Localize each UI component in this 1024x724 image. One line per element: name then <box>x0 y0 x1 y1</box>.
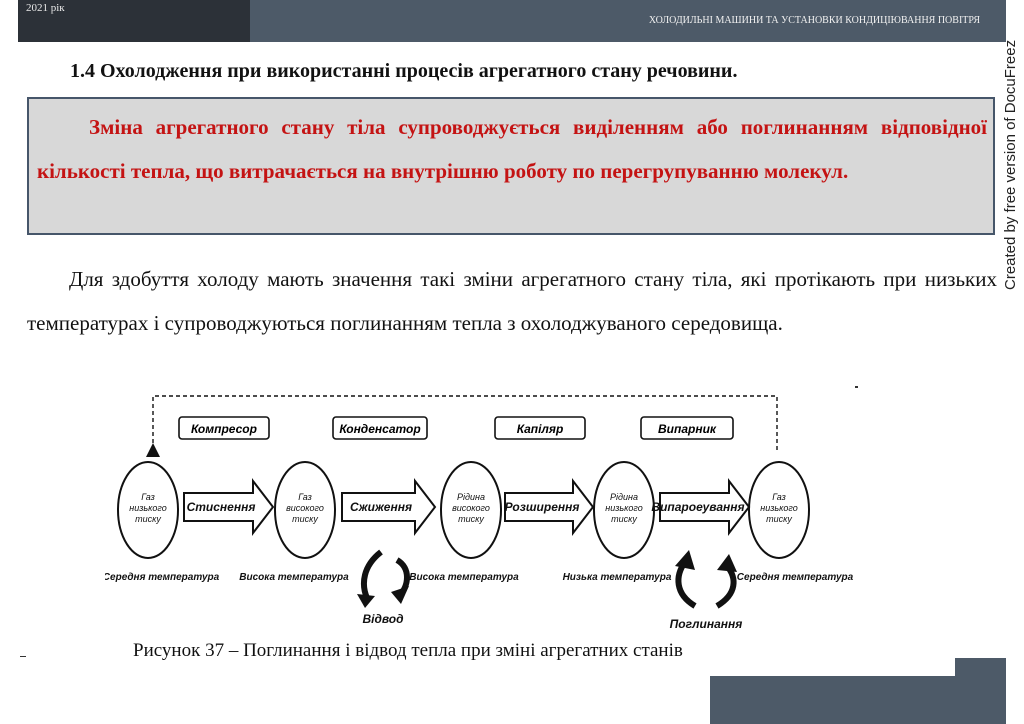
state-5-line3: тиску <box>766 514 792 524</box>
state-5-line1: Газ <box>772 492 786 502</box>
watermark: Created by free version of DocuFreez <box>1002 39 1019 290</box>
heat-absorption-label: Поглинання <box>670 617 743 631</box>
device-box-evaporator <box>640 416 734 440</box>
state-3-line1: Рідина <box>457 492 485 502</box>
heat-absorption-arrow-right <box>715 564 737 609</box>
footer-block-small <box>955 658 1006 676</box>
heat-absorption-arrowhead-right <box>717 554 737 572</box>
temp-label-4: Низька температура <box>563 572 672 583</box>
state-2-line2: високого <box>286 503 324 513</box>
footer-block <box>710 676 1006 724</box>
device-label-evaporator: Випарник <box>658 422 717 436</box>
state-1-line3: тиску <box>135 514 161 524</box>
state-ellipse-1 <box>117 461 179 559</box>
process-label-compression: Стиснення <box>187 500 256 514</box>
heat-removal-arrow-left <box>361 549 383 600</box>
temp-label-3: Висока температура <box>409 572 519 583</box>
header-title: ХОЛОДИЛЬНІ МАШИНИ ТА УСТАНОВКИ КОНДИЦІЮВ… <box>648 15 980 26</box>
header-year: 2021 рік <box>26 2 65 14</box>
definition-box: Зміна агрегатного стану тіла супроводжує… <box>27 97 995 235</box>
body-paragraph: Для здобуття холоду мають значення такі … <box>27 267 997 335</box>
process-label-liquefaction: Сжиження <box>350 500 412 514</box>
device-box-compressor <box>178 416 270 440</box>
phase-change-diagram: Компресор Конденсатор Капіляр Випарник Г… <box>105 395 854 631</box>
state-1-line1: Газ <box>141 492 155 502</box>
state-4-line2: низького <box>605 503 642 513</box>
state-2-line3: тиску <box>292 514 318 524</box>
state-ellipse-5 <box>748 461 810 559</box>
state-4-line1: Рідина <box>610 492 638 502</box>
state-ellipse-4 <box>593 461 655 559</box>
state-ellipse-3 <box>440 461 502 559</box>
heat-absorption-arrowhead-left <box>675 550 695 570</box>
device-label-condenser: Конденсатор <box>339 422 420 436</box>
return-loop-dashed <box>146 395 778 457</box>
header-dark-block <box>18 0 250 42</box>
temp-label-1: Середня температура <box>105 572 220 583</box>
state-1-line2: низького <box>129 503 166 513</box>
heat-removal-arrowhead-right <box>391 586 409 604</box>
heat-removal-arrowhead-left <box>357 594 375 608</box>
definition-text: Зміна агрегатного стану тіла супроводжує… <box>37 115 987 183</box>
state-3-line3: тиску <box>458 514 484 524</box>
temp-label-5: Середня температура <box>737 572 854 583</box>
heat-removal-label: Відвод <box>362 612 403 626</box>
device-box-condenser <box>332 416 428 440</box>
device-label-capillary: Капіляр <box>517 422 564 436</box>
process-label-expansion: Розширення <box>505 500 580 514</box>
figure-caption: Рисунок 37 – Поглинання і відвод тепла п… <box>133 640 683 661</box>
process-arrow-evaporation <box>659 478 751 536</box>
state-2-line1: Газ <box>298 492 312 502</box>
stray-mark <box>855 386 858 388</box>
temp-label-2: Висока температура <box>239 572 349 583</box>
state-3-line2: високого <box>452 503 490 513</box>
margin-mark <box>20 656 26 657</box>
device-box-capillary <box>494 416 586 440</box>
header-band: ХОЛОДИЛЬНІ МАШИНИ ТА УСТАНОВКИ КОНДИЦІЮВ… <box>250 0 1006 42</box>
process-arrow-expansion <box>504 478 595 536</box>
process-arrow-compression <box>183 478 275 536</box>
process-label-evaporation: Випароеування <box>651 500 744 514</box>
state-ellipse-2 <box>274 461 336 559</box>
process-arrow-liquefaction <box>341 478 437 536</box>
state-4-line3: тиску <box>611 514 637 524</box>
section-title: 1.4 Охолодження при використанні процесі… <box>70 60 738 82</box>
device-label-compressor: Компресор <box>191 422 257 436</box>
state-5-line2: низького <box>760 503 797 513</box>
